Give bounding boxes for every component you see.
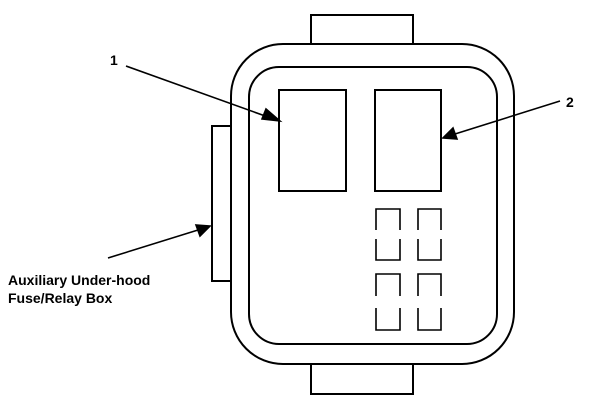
arrowhead-1 xyxy=(260,107,283,123)
fuse-box-label-line1: Auxiliary Under-hood xyxy=(8,272,151,288)
fuse-box-label: Auxiliary Under-hood Fuse/Relay Box xyxy=(8,271,150,307)
arrowhead-2 xyxy=(441,126,459,140)
bottom-tab xyxy=(310,364,414,395)
fuse-slot xyxy=(417,208,442,261)
leader-line-2 xyxy=(454,100,561,135)
relay-slot-1 xyxy=(278,89,347,192)
leader-line-1 xyxy=(125,65,269,118)
housing-inner xyxy=(248,66,498,345)
relay-slot-2 xyxy=(374,89,442,192)
fuse-slot xyxy=(417,273,442,331)
fuse-box-label-line2: Fuse/Relay Box xyxy=(8,290,113,306)
side-bracket xyxy=(211,125,230,282)
housing-outer xyxy=(230,43,515,365)
callout-label-2: 2 xyxy=(566,94,574,110)
callout-label-1: 1 xyxy=(110,52,118,68)
fuse-slot xyxy=(375,273,401,331)
leader-line-aux xyxy=(107,229,199,259)
top-tab xyxy=(310,14,414,44)
fuse-slot xyxy=(375,208,401,261)
arrowhead-aux xyxy=(194,224,212,238)
